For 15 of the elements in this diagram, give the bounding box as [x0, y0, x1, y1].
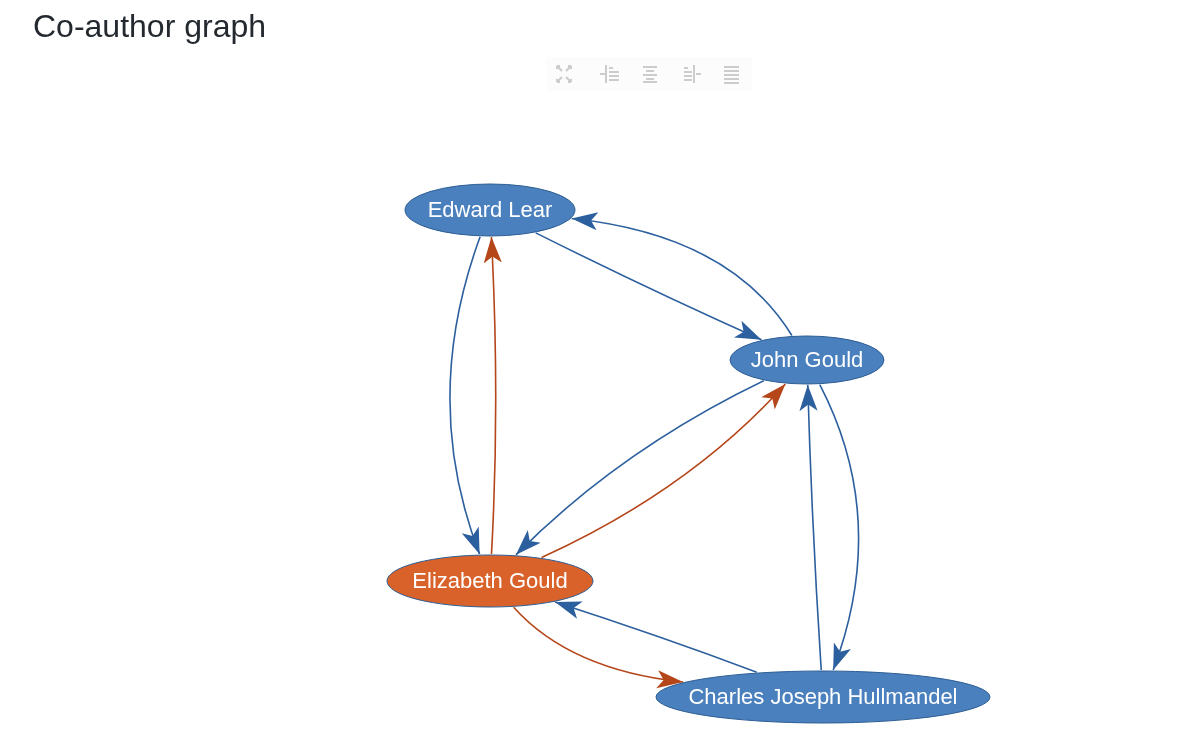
node-label: John Gould	[750, 347, 864, 373]
node-label: Charles Joseph Hullmandel	[688, 684, 958, 710]
arrow	[554, 601, 758, 673]
node-label: Edward Lear	[427, 197, 553, 223]
diagram-title: Co-author graph	[33, 8, 267, 45]
arrow	[449, 236, 481, 555]
arrow	[570, 212, 793, 337]
arrow	[512, 606, 684, 688]
arrow	[540, 383, 787, 559]
arrow	[515, 380, 765, 556]
node-label: Elizabeth Gould	[412, 568, 568, 594]
arrow	[799, 384, 822, 671]
arrow	[534, 232, 763, 341]
arrow	[819, 383, 860, 671]
arrow	[483, 236, 502, 555]
